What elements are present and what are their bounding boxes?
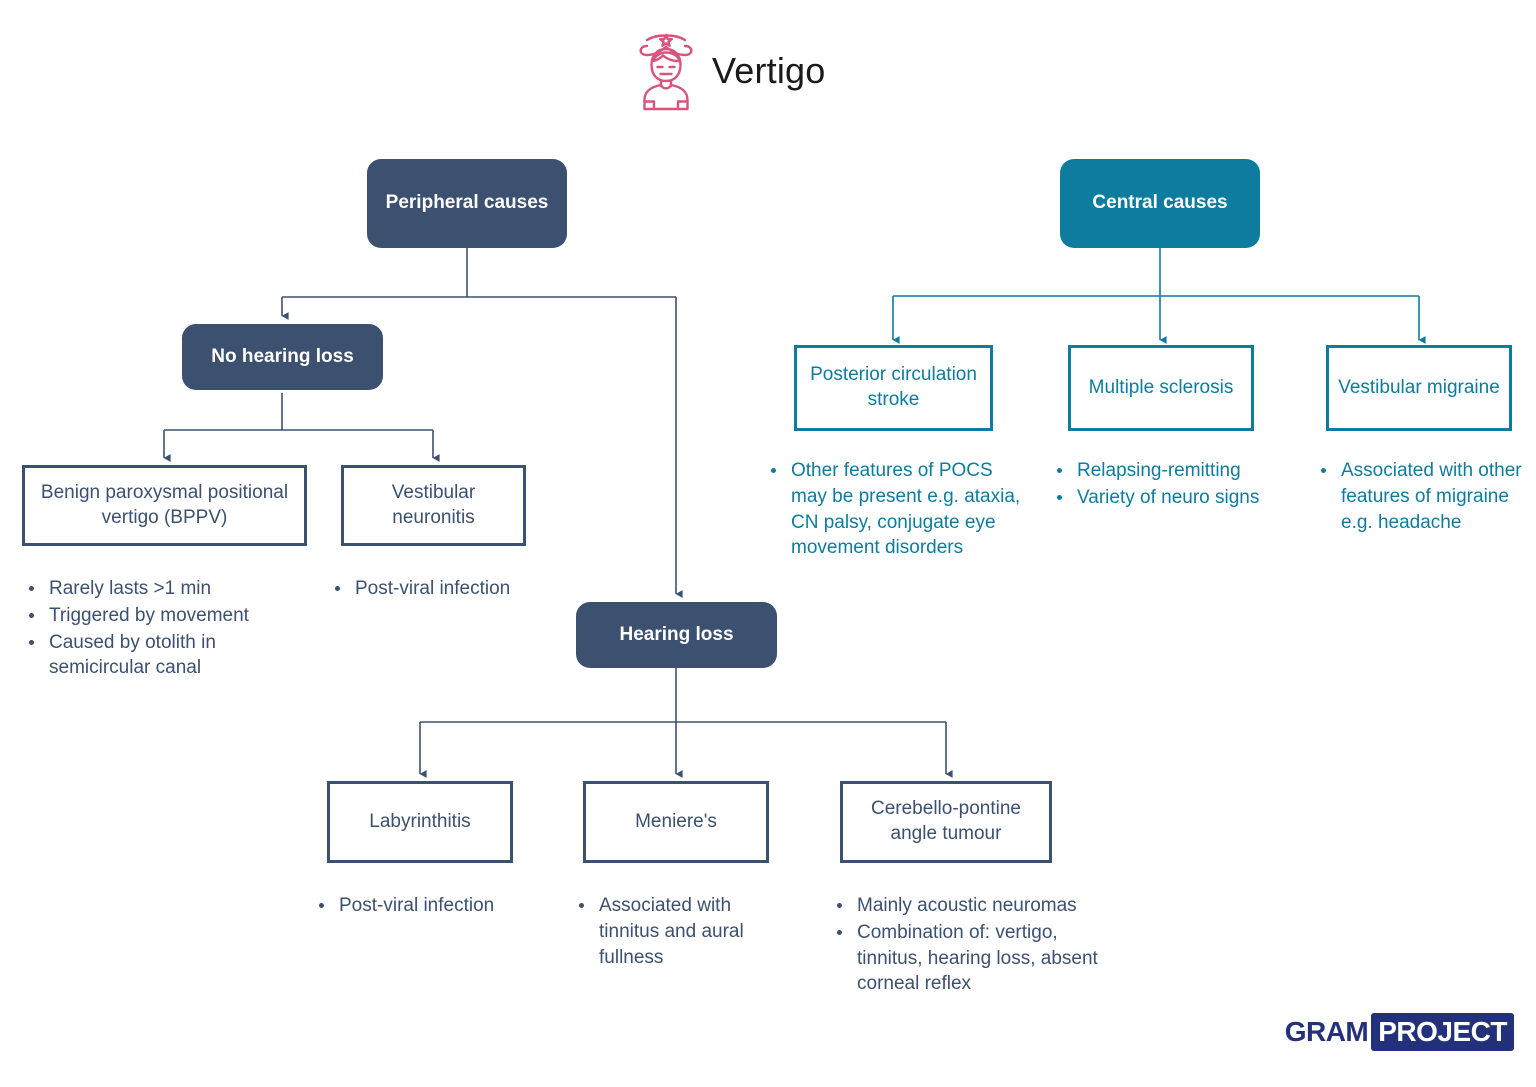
- list-item: Post-viral infection: [336, 893, 550, 919]
- no-hearing-loss-branch-lines: [163, 393, 440, 462]
- node-multiple-sclerosis[interactable]: Multiple sclerosis: [1068, 345, 1254, 431]
- list-item: Associated with other features of migrai…: [1338, 458, 1524, 535]
- list-item: Rarely lasts >1 min: [46, 576, 320, 602]
- central-branch-lines: [892, 248, 1426, 344]
- node-cpa-tumour[interactable]: Cerebello-pontine angle tumour: [840, 781, 1052, 863]
- page-header: Vertigo: [634, 30, 825, 112]
- node-posterior-circulation-stroke[interactable]: Posterior circulation stroke: [794, 345, 993, 431]
- node-bppv[interactable]: Benign paroxysmal positional vertigo (BP…: [22, 465, 307, 546]
- logo-text-project: PROJECT: [1371, 1013, 1514, 1051]
- node-no-hearing-loss[interactable]: No hearing loss: [182, 324, 383, 390]
- list-item: Combination of: vertigo, tinnitus, heari…: [854, 920, 1128, 997]
- bullets-labyrinthitis: Post-viral infection: [310, 893, 550, 920]
- node-labyrinthitis[interactable]: Labyrinthitis: [327, 781, 513, 863]
- node-peripheral-causes[interactable]: Peripheral causes: [367, 159, 567, 248]
- list-item: Post-viral infection: [352, 576, 556, 602]
- bullets-vestibular-migraine: Associated with other features of migrai…: [1312, 458, 1524, 536]
- gram-project-logo[interactable]: GRAM PROJECT: [1285, 1013, 1514, 1051]
- list-item: Caused by otolith in semicircular canal: [46, 630, 320, 682]
- logo-text-gram: GRAM: [1284, 1016, 1369, 1047]
- bullets-bppv: Rarely lasts >1 min Triggered by movemen…: [20, 576, 320, 682]
- hearing-loss-branch-lines: [419, 668, 953, 778]
- list-item: Relapsing-remitting: [1074, 458, 1298, 484]
- node-hearing-loss[interactable]: Hearing loss: [576, 602, 777, 668]
- node-vestibular-neuronitis[interactable]: Vestibular neuronitis: [341, 465, 526, 546]
- list-item: Triggered by movement: [46, 603, 320, 629]
- bullets-vestibular-neuronitis: Post-viral infection: [326, 576, 556, 603]
- list-item: Associated with tinnitus and aural fulln…: [596, 893, 780, 970]
- page-title: Vertigo: [712, 50, 826, 91]
- node-menieres[interactable]: Meniere's: [583, 781, 769, 863]
- bullets-posterior-circulation-stroke: Other features of POCS may be present e.…: [762, 458, 1028, 562]
- dizzy-person-icon: [639, 33, 693, 111]
- bullets-cpa-tumour: Mainly acoustic neuromas Combination of:…: [828, 893, 1128, 998]
- node-vestibular-migraine[interactable]: Vestibular migraine: [1326, 345, 1512, 431]
- bullets-multiple-sclerosis: Relapsing-remitting Variety of neuro sig…: [1048, 458, 1298, 512]
- node-central-causes[interactable]: Central causes: [1060, 159, 1260, 248]
- bullets-menieres: Associated with tinnitus and aural fulln…: [570, 893, 780, 971]
- list-item: Mainly acoustic neuromas: [854, 893, 1128, 919]
- list-item: Variety of neuro signs: [1074, 485, 1298, 511]
- list-item: Other features of POCS may be present e.…: [788, 458, 1028, 561]
